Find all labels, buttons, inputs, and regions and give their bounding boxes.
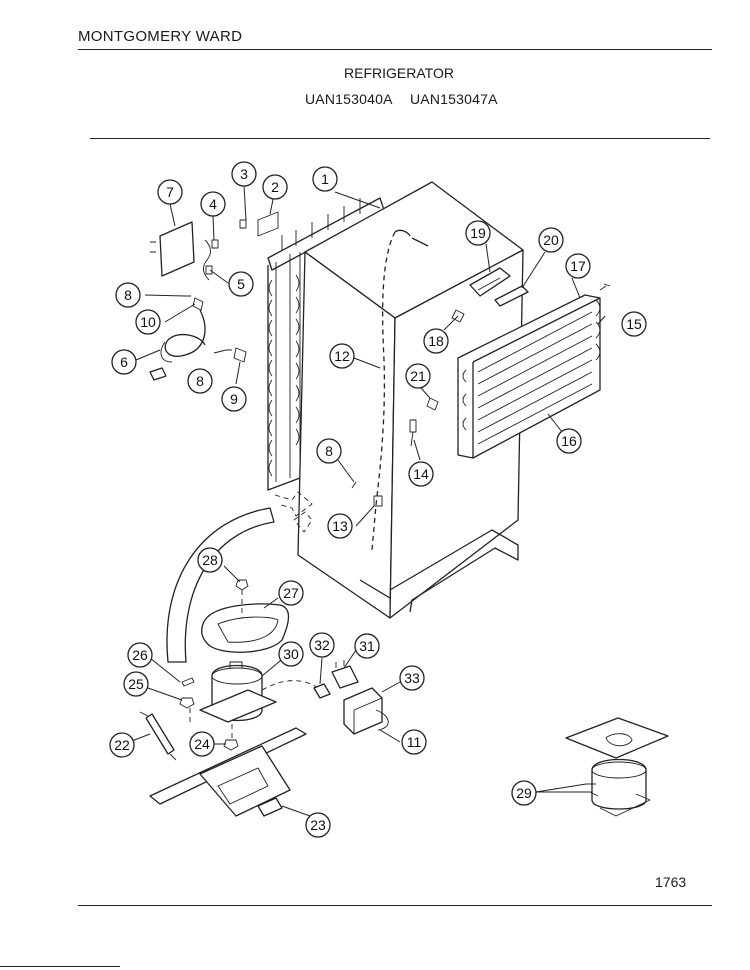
bottom-edge-rule xyxy=(0,966,120,967)
svg-text:1: 1 xyxy=(321,171,329,187)
brand-label: MONTGOMERY WARD xyxy=(78,28,243,45)
svg-text:11: 11 xyxy=(407,734,422,750)
evaporator-assembly xyxy=(457,283,611,459)
callout-3: 3 xyxy=(231,161,257,187)
svg-text:8: 8 xyxy=(196,373,204,389)
model-number-1: UAN153040A xyxy=(305,91,393,107)
callout-24: 24 xyxy=(189,731,215,757)
callout-30: 30 xyxy=(278,641,304,667)
svg-text:32: 32 xyxy=(314,637,330,653)
callout-23: 23 xyxy=(305,812,331,838)
svg-text:7: 7 xyxy=(166,184,174,200)
svg-text:29: 29 xyxy=(516,785,532,801)
svg-text:5: 5 xyxy=(237,276,245,292)
svg-text:14: 14 xyxy=(413,466,429,482)
footer-rule xyxy=(78,905,712,906)
callout-18: 18 xyxy=(423,328,449,354)
diagram-title: REFRIGERATOR xyxy=(344,65,454,81)
callout-5: 5 xyxy=(228,271,254,297)
callout-10: 10 xyxy=(135,309,161,335)
callout-2: 2 xyxy=(262,174,288,200)
svg-text:23: 23 xyxy=(310,817,326,833)
svg-text:20: 20 xyxy=(543,232,559,248)
svg-text:31: 31 xyxy=(359,638,375,654)
callout-4: 4 xyxy=(200,191,226,217)
callout-17: 17 xyxy=(565,253,591,279)
callout-33: 33 xyxy=(399,665,425,691)
leader-lines xyxy=(123,185,606,817)
callout-21: 21 xyxy=(405,363,431,389)
callout-16: 16 xyxy=(556,428,582,454)
alternate-compressor-inset xyxy=(565,717,669,817)
callout-29: 29 xyxy=(511,780,537,806)
air-flow-arrow xyxy=(274,491,313,533)
mounting-hardware xyxy=(139,677,239,761)
svg-text:4: 4 xyxy=(209,196,217,212)
callout-7: 7 xyxy=(157,179,183,205)
callout-22: 22 xyxy=(109,732,135,758)
svg-text:6: 6 xyxy=(120,354,128,370)
left-components xyxy=(149,211,279,381)
svg-text:2: 2 xyxy=(271,179,279,195)
evaporator-cover-parts xyxy=(409,267,529,447)
callout-19: 19 xyxy=(465,220,491,246)
svg-text:25: 25 xyxy=(128,676,144,692)
svg-text:26: 26 xyxy=(132,647,148,663)
svg-text:8: 8 xyxy=(124,287,132,303)
svg-text:17: 17 xyxy=(570,258,586,274)
svg-text:27: 27 xyxy=(283,585,299,601)
callout-6: 6 xyxy=(111,349,137,375)
callout-8-middle: 8 xyxy=(187,368,213,394)
callout-13: 13 xyxy=(327,513,353,539)
svg-text:15: 15 xyxy=(626,316,642,332)
callout-14: 14 xyxy=(408,461,434,487)
svg-text:24: 24 xyxy=(194,736,210,752)
top-rule xyxy=(78,49,712,50)
callout-9: 9 xyxy=(221,386,247,412)
svg-text:28: 28 xyxy=(202,552,218,568)
model-number-2: UAN153047A xyxy=(410,91,498,107)
svg-text:18: 18 xyxy=(428,333,444,349)
compressor xyxy=(199,661,319,723)
callout-25: 25 xyxy=(123,671,149,697)
svg-text:22: 22 xyxy=(114,737,130,753)
header-rule xyxy=(90,138,710,139)
callout-8-top: 8 xyxy=(115,282,141,308)
base-rail xyxy=(149,727,307,817)
callout-27: 27 xyxy=(278,580,304,606)
callout-32: 32 xyxy=(309,632,335,658)
electrical-parts xyxy=(313,660,389,735)
callout-31: 31 xyxy=(354,633,380,659)
svg-text:19: 19 xyxy=(470,225,486,241)
callout-20: 20 xyxy=(538,227,564,253)
svg-text:3: 3 xyxy=(240,166,248,182)
drain-tube xyxy=(166,507,275,663)
callout-26: 26 xyxy=(127,642,153,668)
callout-8-cabinet: 8 xyxy=(316,438,342,464)
svg-text:8: 8 xyxy=(325,443,333,459)
callout-11: 11 xyxy=(401,729,427,755)
svg-text:16: 16 xyxy=(561,433,577,449)
drain-pan xyxy=(201,579,290,653)
svg-text:30: 30 xyxy=(283,646,299,662)
callout-28: 28 xyxy=(197,547,223,573)
svg-text:9: 9 xyxy=(230,391,238,407)
svg-text:33: 33 xyxy=(404,670,420,686)
svg-text:10: 10 xyxy=(140,314,156,330)
page-code: 1763 xyxy=(655,874,687,890)
svg-text:13: 13 xyxy=(332,518,348,534)
callout-1: 1 xyxy=(312,166,338,192)
svg-text:21: 21 xyxy=(410,368,426,384)
callout-15: 15 xyxy=(621,311,647,337)
condenser-coil xyxy=(267,197,385,491)
callout-12: 12 xyxy=(329,343,355,369)
svg-text:12: 12 xyxy=(334,348,350,364)
